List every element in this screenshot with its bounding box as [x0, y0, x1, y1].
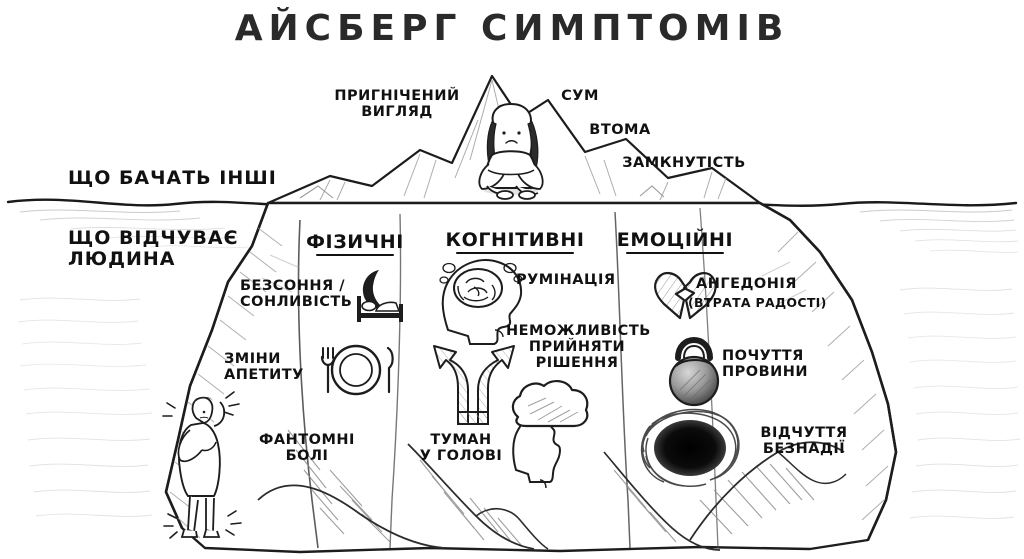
above-item-label-3: ЗАМКНУТІСТЬ — [622, 155, 746, 171]
item-label-guilt: ПОЧУТТЯ ПРОВИНИ — [722, 348, 809, 381]
black-hole-icon — [640, 408, 740, 488]
kettlebell-icon — [668, 336, 720, 407]
above-item-label-0: ПРИГНІЧЕНИЙ ВИГЛЯД — [334, 88, 460, 121]
item-label-hopelessness: ВІДЧУТТЯ БЕЗНАДІЇ — [760, 425, 848, 458]
category-underline-emotional — [626, 252, 724, 254]
forked-arrow-icon — [433, 345, 515, 425]
seated-person-icon — [478, 102, 544, 200]
above-item-label-2: ВТОМА — [589, 122, 651, 138]
category-header-emotional: ЕМОЦІЙНІ — [616, 229, 734, 251]
item-label-rumination: РУМІНАЦІЯ — [516, 272, 616, 288]
waterline-above-label: ЩО БАЧАТЬ ІНШІ — [68, 167, 277, 189]
waterline-below-label: ЩО ВІДЧУВАЄ ЛЮДИНА — [68, 227, 239, 271]
moon-bed-icon — [357, 270, 403, 322]
above-item-label-1: СУМ — [561, 88, 599, 104]
category-underline-cognitive — [456, 252, 574, 254]
underwater-texture-right — [899, 287, 1021, 519]
item-label-appetite: ЗМІНИ АПЕТИТУ — [224, 351, 304, 384]
underwater-texture-left — [17, 297, 153, 517]
category-underline-physical — [316, 254, 394, 256]
item-label-anhedonia: АНГЕДОНІЯ — [696, 276, 797, 292]
item-label-insomnia: БЕЗСОННЯ / СОНЛИВІСТЬ — [240, 278, 353, 311]
category-header-physical: ФІЗИЧНІ — [306, 231, 404, 253]
item-label-phantom-pain: ФАНТОМНІ БОЛІ — [259, 432, 355, 465]
cloud-head-icon — [511, 380, 589, 489]
item-sublabel-anhedonia: (ВТРАТА РАДОСТІ) — [688, 295, 827, 310]
category-header-cognitive: КОГНІТИВНІ — [445, 229, 585, 251]
item-label-indecision: НЕМОЖЛИВІСТЬ ПРИЙНЯТИ РІШЕННЯ — [506, 323, 651, 372]
head-brain-icon — [439, 259, 523, 345]
broken-heart-icon — [654, 272, 717, 320]
plate-cutlery-icon — [320, 344, 394, 396]
item-label-brain-fog: ТУМАН У ГОЛОВІ — [419, 432, 503, 465]
person-in-pain-icon — [162, 391, 242, 539]
page-title: АЙСБЕРГ СИМПТОМІВ — [234, 8, 790, 49]
